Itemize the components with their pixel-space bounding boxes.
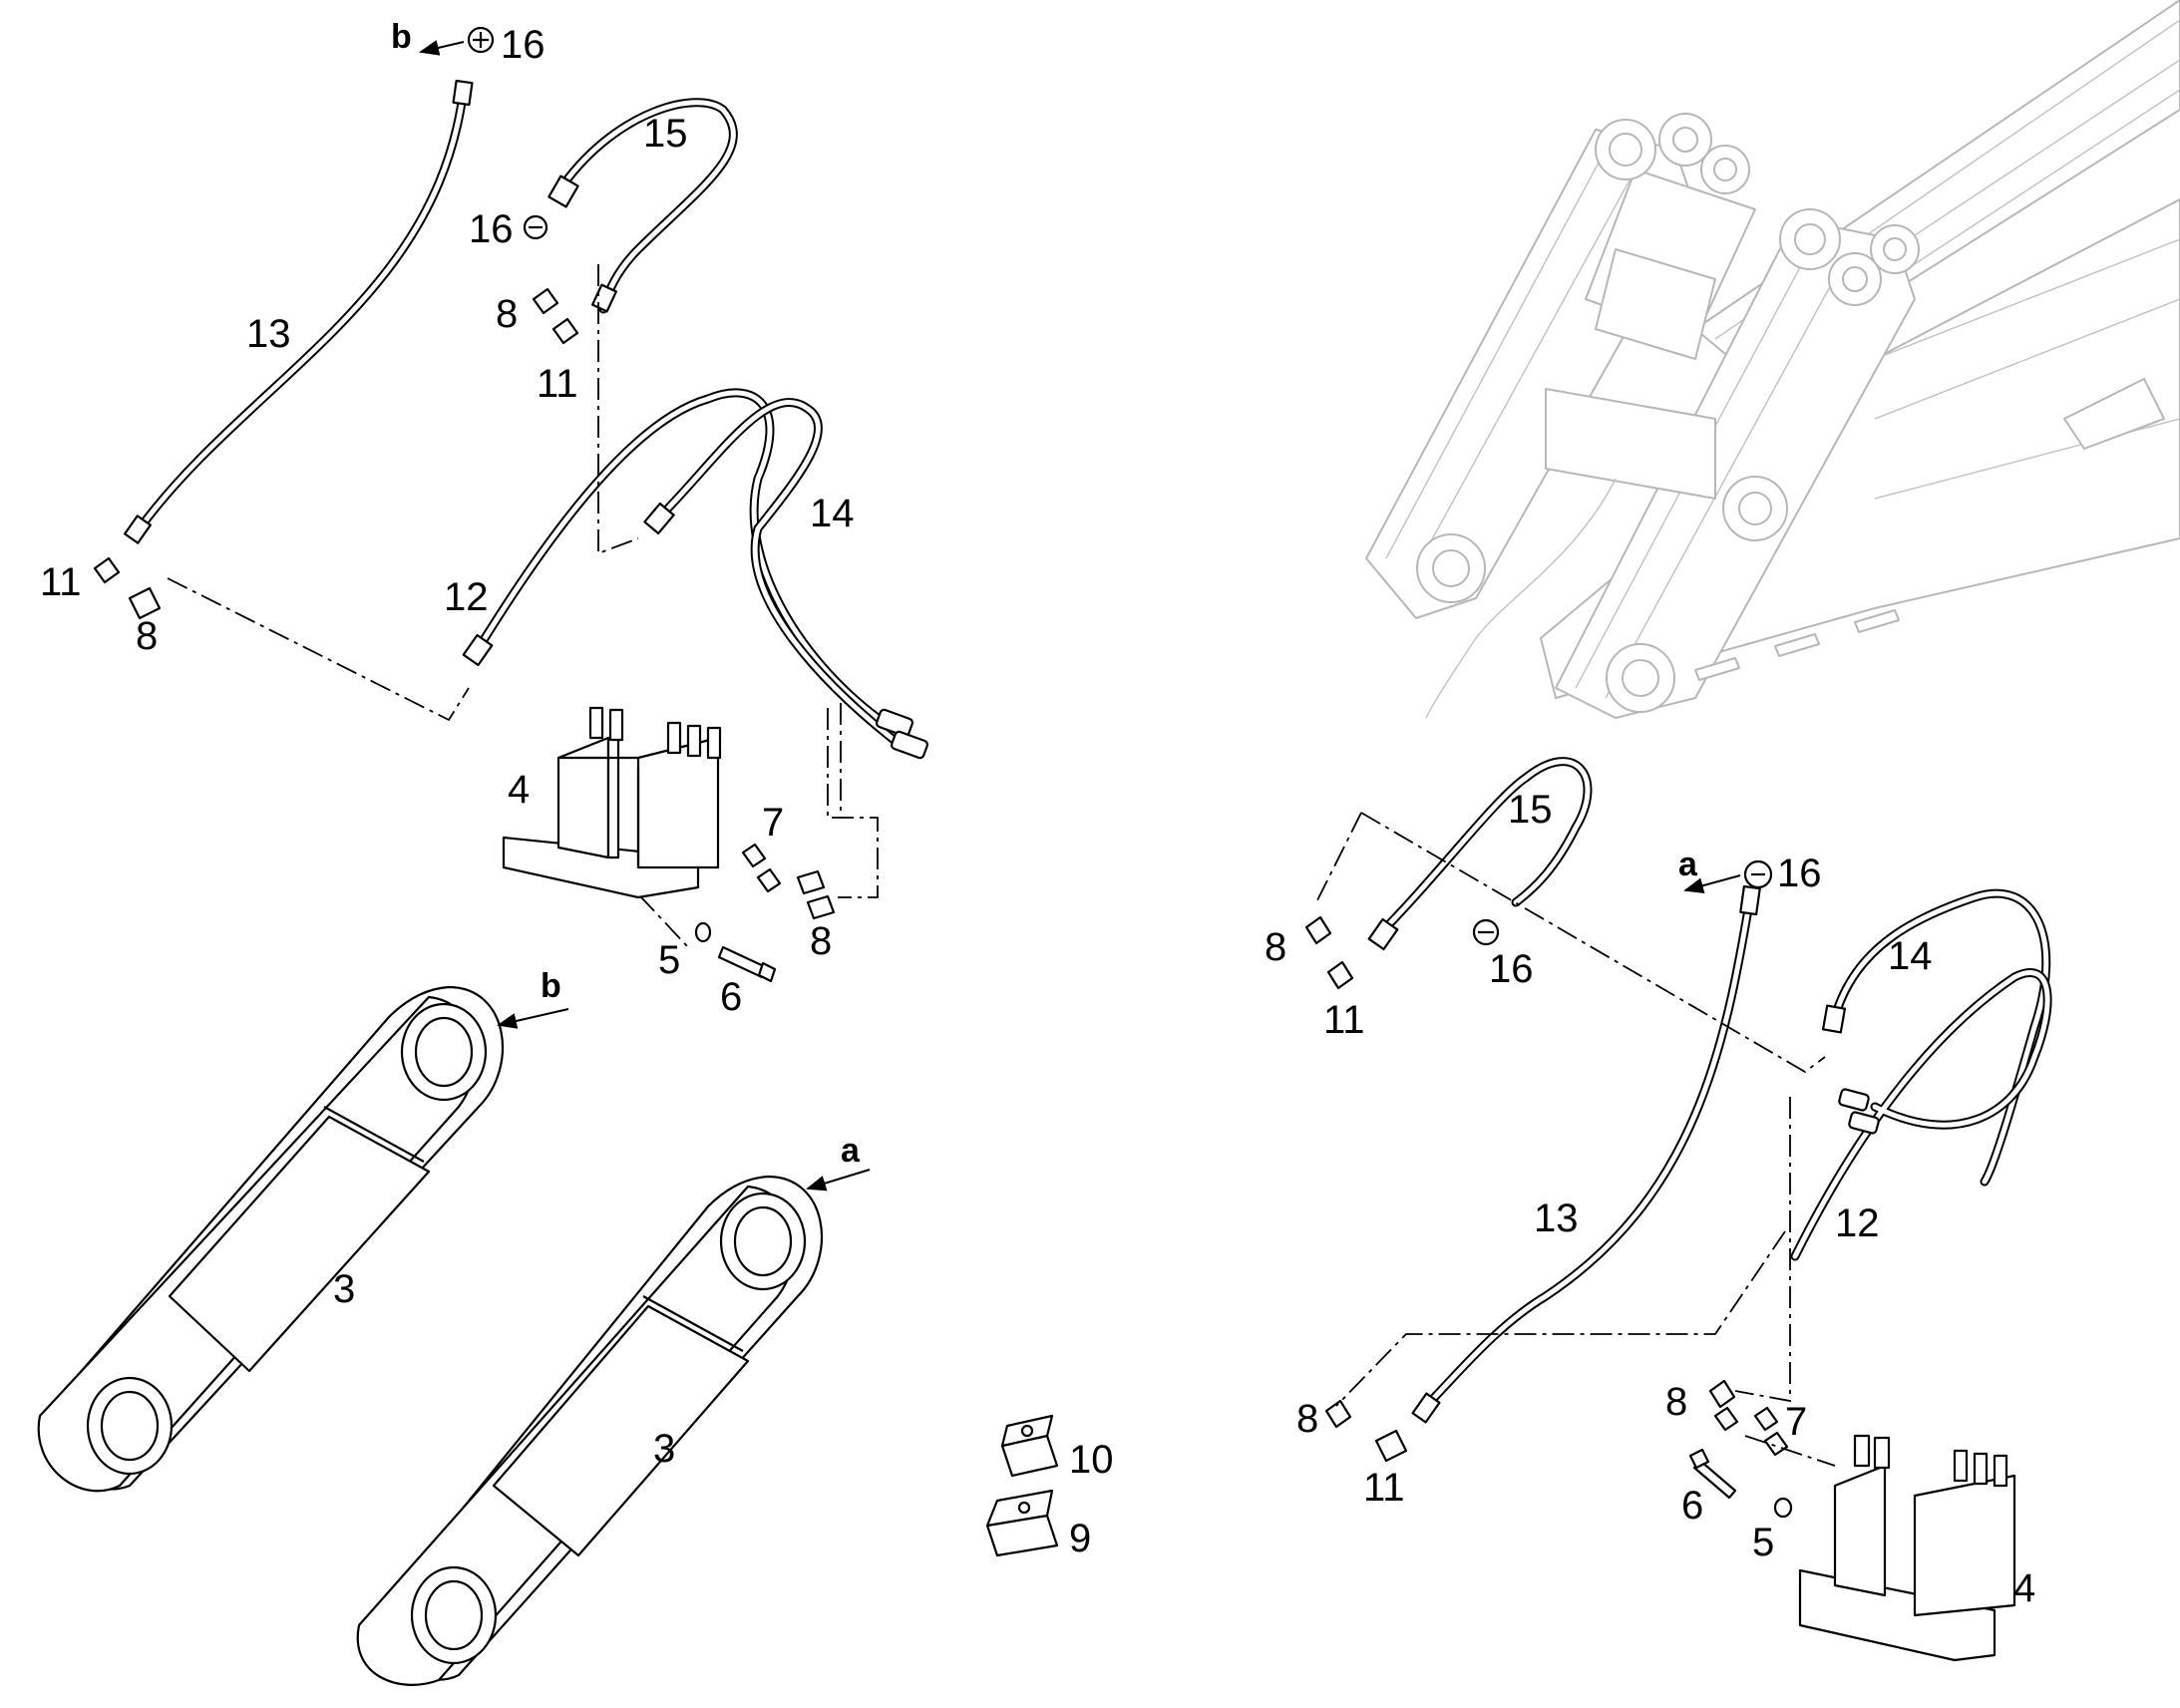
callout-11-left-b: 11 xyxy=(40,560,82,604)
hose-12-left xyxy=(462,388,883,723)
arrow-b-link: b xyxy=(497,967,569,1029)
fitting-16-left-top xyxy=(467,26,495,54)
callout-8-right-b: 8 xyxy=(1296,1397,1318,1441)
callout-16-left-top: 16 xyxy=(501,23,545,67)
connection-lines-right xyxy=(1315,812,1836,1467)
valve-block-4-right xyxy=(1798,1434,2016,1662)
clamp-9 xyxy=(985,1489,1059,1557)
callout-15-left: 15 xyxy=(643,112,688,156)
callout-7-left: 7 xyxy=(762,801,784,845)
callout-6-left: 6 xyxy=(720,975,742,1019)
callout-15-right: 15 xyxy=(1508,788,1553,832)
elbow-fitting-8-right-b xyxy=(1324,1399,1408,1463)
hose-13-right xyxy=(1411,884,1761,1424)
hose-15-left xyxy=(547,98,738,314)
hose-12-right xyxy=(1790,968,2052,1261)
callouts-right: 15 16 8 16 11 14 13 12 8 11 8 7 6 5 4 xyxy=(1265,788,2035,1610)
callout-8-left-a: 8 xyxy=(496,292,518,336)
callout-14-left: 14 xyxy=(810,492,855,535)
boom-pin xyxy=(1416,113,1920,713)
callouts-left: 16 15 16 8 11 13 14 12 11 8 4 7 8 5 6 3 … xyxy=(40,23,855,1471)
callout-11-left-a: 11 xyxy=(537,362,578,406)
lift-link-3-left xyxy=(37,985,505,1493)
connection-lines-left xyxy=(167,264,879,948)
fitting-16-right-mid xyxy=(1472,918,1500,946)
callout-12-right: 12 xyxy=(1835,1201,1880,1245)
callout-4-right: 4 xyxy=(2013,1566,2035,1610)
boom-assembly-illustration xyxy=(1365,0,2180,719)
callout-10: 10 xyxy=(1069,1438,1114,1482)
clamp-10 xyxy=(1000,1414,1059,1478)
callout-16-right-top: 16 xyxy=(1777,852,1822,895)
callout-9: 9 xyxy=(1069,1517,1091,1560)
washer-5-right xyxy=(1773,1497,1793,1519)
hose-15-right xyxy=(1367,757,1593,951)
arrow-a-link: a xyxy=(806,1132,871,1192)
callout-11-right-b: 11 xyxy=(1363,1466,1405,1510)
callout-11-right-a: 11 xyxy=(1323,998,1365,1042)
hose-14-left xyxy=(643,398,929,760)
callout-3-right: 3 xyxy=(653,1427,675,1471)
elbow-fitting-8-right-a xyxy=(1304,915,1354,990)
callouts-middle: 10 9 xyxy=(1069,1438,1114,1560)
callout-8-right-a: 8 xyxy=(1265,925,1286,969)
callout-8-left-b: 8 xyxy=(136,614,158,658)
fitting-7-right xyxy=(1713,1406,1789,1457)
callout-14-right: 14 xyxy=(1888,934,1933,978)
callout-4-left: 4 xyxy=(508,768,530,812)
valve-block-4-left xyxy=(502,706,722,899)
arrow-a-right: a xyxy=(1678,846,1741,893)
callout-8-left-c: 8 xyxy=(810,919,832,963)
fitting-7-left xyxy=(741,843,836,920)
callout-16-left-mid: 16 xyxy=(469,207,514,251)
elbow-fitting-8-left-a xyxy=(532,287,579,345)
arrow-label-a-right: a xyxy=(1678,846,1698,883)
callout-3-left: 3 xyxy=(333,1267,355,1311)
hose-14-right xyxy=(1821,888,2051,1187)
callout-13-right: 13 xyxy=(1534,1196,1579,1240)
arrow-label-b-top: b xyxy=(391,18,412,56)
callout-8-right-c: 8 xyxy=(1665,1380,1687,1424)
fitting-16-left-mid xyxy=(523,214,548,240)
callout-7-right: 7 xyxy=(1785,1400,1807,1444)
hose-13-left xyxy=(124,79,474,544)
callout-13-left: 13 xyxy=(246,312,291,356)
callout-6-right: 6 xyxy=(1681,1484,1703,1528)
arrow-b-top: b xyxy=(391,18,465,56)
callout-12-left: 12 xyxy=(444,575,489,619)
elbow-fitting-8-left-b xyxy=(93,556,162,620)
lift-link-3-right xyxy=(356,1175,824,1686)
bolt-6-left xyxy=(717,945,777,983)
callout-16-right-mid: 16 xyxy=(1489,947,1534,991)
bolt-6-right xyxy=(1688,1448,1737,1500)
elbow-fitting-8-right-c xyxy=(1708,1379,1736,1409)
callout-5-right: 5 xyxy=(1752,1521,1774,1564)
arrow-label-a-link: a xyxy=(841,1132,861,1170)
arrow-label-b-link: b xyxy=(541,967,561,1005)
callout-5-left: 5 xyxy=(658,938,680,982)
washer-5-left xyxy=(694,921,712,943)
fitting-16-right-top xyxy=(1743,859,1773,889)
